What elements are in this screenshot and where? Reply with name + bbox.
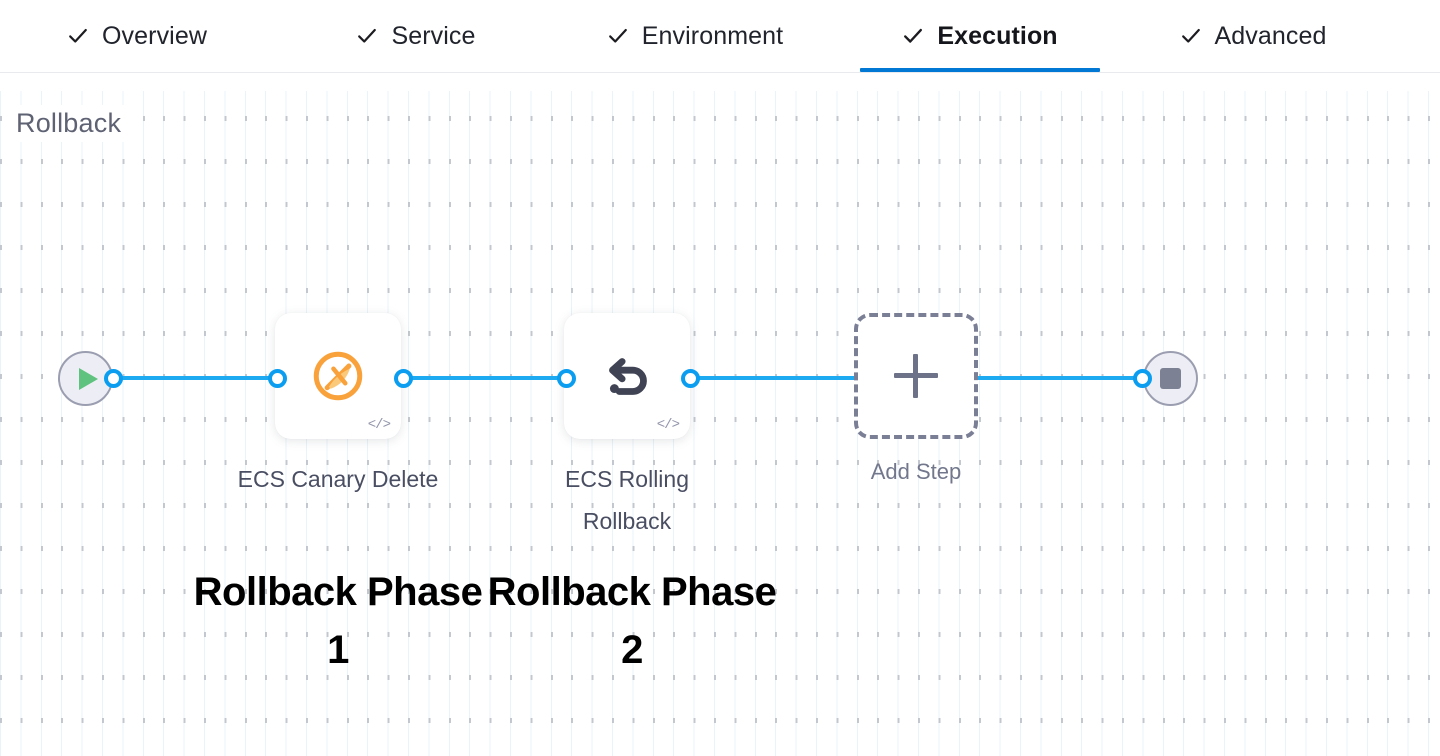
port-start-output[interactable] <box>104 369 123 388</box>
add-step-label: Add Step <box>870 459 962 484</box>
connector-step1-to-step2 <box>392 376 574 380</box>
connector-start-to-step1 <box>110 376 286 380</box>
pipeline-tab-bar: Overview Service Environment Execution <box>0 0 1440 73</box>
port-step2-input[interactable] <box>557 369 576 388</box>
check-icon <box>67 25 89 47</box>
port-step1-output[interactable] <box>394 369 413 388</box>
check-icon <box>1180 25 1202 47</box>
tab-advanced-label: Advanced <box>1214 21 1327 50</box>
add-step-button[interactable] <box>854 313 978 439</box>
port-end-input[interactable] <box>1133 369 1152 388</box>
plus-icon <box>894 354 938 398</box>
stop-icon <box>1160 368 1181 389</box>
check-icon <box>356 25 378 47</box>
tab-advanced[interactable]: Advanced <box>1148 0 1358 72</box>
rollback-flow: </> ECS Canary Delete </> ECS Rolling Ro… <box>0 73 1440 756</box>
code-badge-icon: </> <box>656 417 680 433</box>
step-node-ecs-rolling-rollback[interactable]: </> <box>564 313 690 439</box>
tab-overview[interactable]: Overview <box>38 0 236 72</box>
step-label-ecs-rolling-rollback: ECS Rolling Rollback <box>565 466 689 534</box>
play-icon <box>79 367 98 390</box>
annotation-rollback-phase-1: Rollback Phase 1 <box>193 570 483 672</box>
port-step1-input[interactable] <box>268 369 287 388</box>
annotation-rollback-phase-2: Rollback Phase 2 <box>487 570 777 672</box>
check-icon <box>607 25 629 47</box>
tab-environment-label: Environment <box>641 21 784 50</box>
tab-service-label: Service <box>391 21 476 50</box>
step-label-ecs-canary-delete: ECS Canary Delete <box>237 466 439 492</box>
tab-overview-label: Overview <box>102 21 207 50</box>
tab-active-underline <box>860 68 1100 72</box>
tab-environment[interactable]: Environment <box>580 0 810 72</box>
step-node-ecs-canary-delete[interactable]: </> <box>275 313 401 439</box>
port-step2-output[interactable] <box>681 369 700 388</box>
code-badge-icon: </> <box>367 417 391 433</box>
tab-service[interactable]: Service <box>330 0 502 72</box>
pipeline-canvas[interactable]: Rollback <box>0 73 1440 756</box>
check-icon <box>902 25 924 47</box>
tab-execution-label: Execution <box>937 21 1058 50</box>
tab-execution[interactable]: Execution <box>860 0 1100 72</box>
